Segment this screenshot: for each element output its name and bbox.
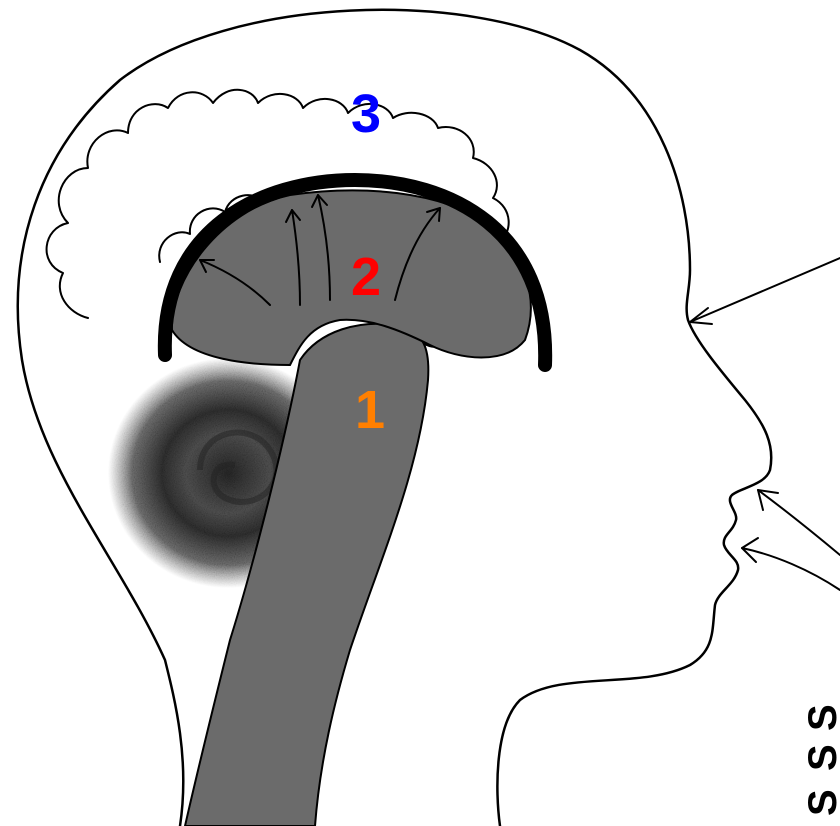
edge-text-3: S	[801, 789, 840, 816]
edge-text-group: S S S	[801, 704, 840, 816]
label-brainstem: 1	[355, 380, 385, 440]
label-limbic: 2	[351, 247, 381, 307]
edge-text-1: S	[801, 704, 840, 731]
pointer-arrows	[690, 258, 840, 590]
nose-arrow	[758, 490, 840, 555]
mouth-arrow	[742, 548, 840, 590]
edge-text-2: S	[801, 744, 840, 771]
label-cortex: 3	[351, 84, 381, 144]
forehead-arrow	[690, 258, 840, 322]
